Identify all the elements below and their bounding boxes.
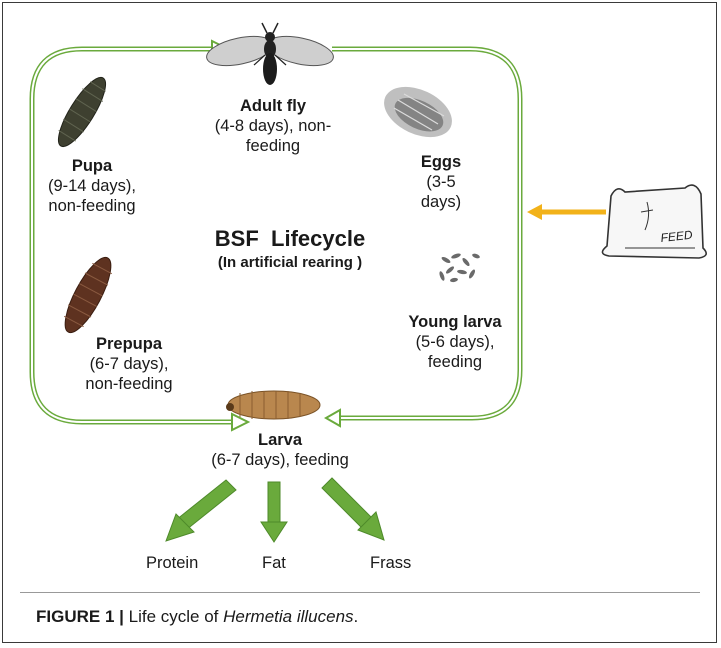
lifecycle-diagram: FEED [29,22,707,543]
arrow-to-protein [165,479,237,542]
stage-larva: Larva (6-7 days), feeding [190,430,370,470]
species-name: Hermetia illucens [223,607,354,626]
stage-detail: (6-7 days), feeding [211,451,349,469]
stage-detail: days) [420,193,462,211]
cycle-loop [29,46,523,425]
feed-arrow [527,204,606,220]
stage-detail: (3-5 [426,173,456,191]
arrow-to-fat [260,481,288,543]
arrowhead-from-young-larva [323,408,341,428]
stage-detail: (4-8 days), non- [214,117,332,135]
stage-adult-fly: Adult fly (4-8 days), non- feeding [208,96,338,156]
stage-name: Prepupa [95,335,163,353]
stage-pupa: Pupa (9-14 days), non-feeding [34,156,150,216]
feed-bag-image: FEED [601,184,707,259]
figure-label: FIGURE 1 [36,607,115,626]
stage-detail: feeding [245,137,301,155]
stage-detail: (6-7 days), [89,355,169,373]
caption-divider [20,592,700,593]
diagram-subtitle: (In artificial rearing ) [217,254,363,271]
stage-name: Larva [257,431,303,449]
arrowhead-to-larva [231,412,251,432]
stage-young-larva: Young larva (5-6 days), feeding [390,312,520,372]
product-frass: Frass [370,554,412,572]
caption-text: Life cycle of [128,607,219,626]
diagram-title-block: BSF Lifecycle (In artificial rearing ) [190,226,390,271]
caption-separator: | [119,607,124,626]
stage-name: Adult fly [240,97,306,115]
adult-fly-image [206,22,334,85]
stage-detail: non-feeding [48,197,136,215]
diagram-title: BSF Lifecycle [214,226,366,251]
stage-detail: (9-14 days), [47,177,137,195]
larva-image [226,390,321,420]
stage-detail: feeding [427,353,483,371]
arrow-to-frass [321,477,385,541]
prepupa-image [63,256,113,334]
product-arrows [165,477,385,543]
stage-name: Young larva [408,313,502,331]
young-larva-image [439,253,480,283]
feed-bag-text: FEED [660,228,694,245]
eggs-image [384,86,452,138]
product-fat: Fat [262,554,286,572]
stage-detail: (5-6 days), [415,333,495,351]
figure-caption: FIGURE 1 | Life cycle of Hermetia illuce… [36,607,358,627]
stage-name: Pupa [71,157,113,175]
stage-name: Eggs [420,153,462,171]
stage-prepupa: Prepupa (6-7 days), non-feeding [64,334,194,394]
product-protein: Protein [146,554,199,572]
pupa-image [57,76,107,148]
caption-period: . [353,607,359,626]
stage-detail: non-feeding [85,375,173,393]
stage-eggs: Eggs (3-5 days) [396,152,486,212]
